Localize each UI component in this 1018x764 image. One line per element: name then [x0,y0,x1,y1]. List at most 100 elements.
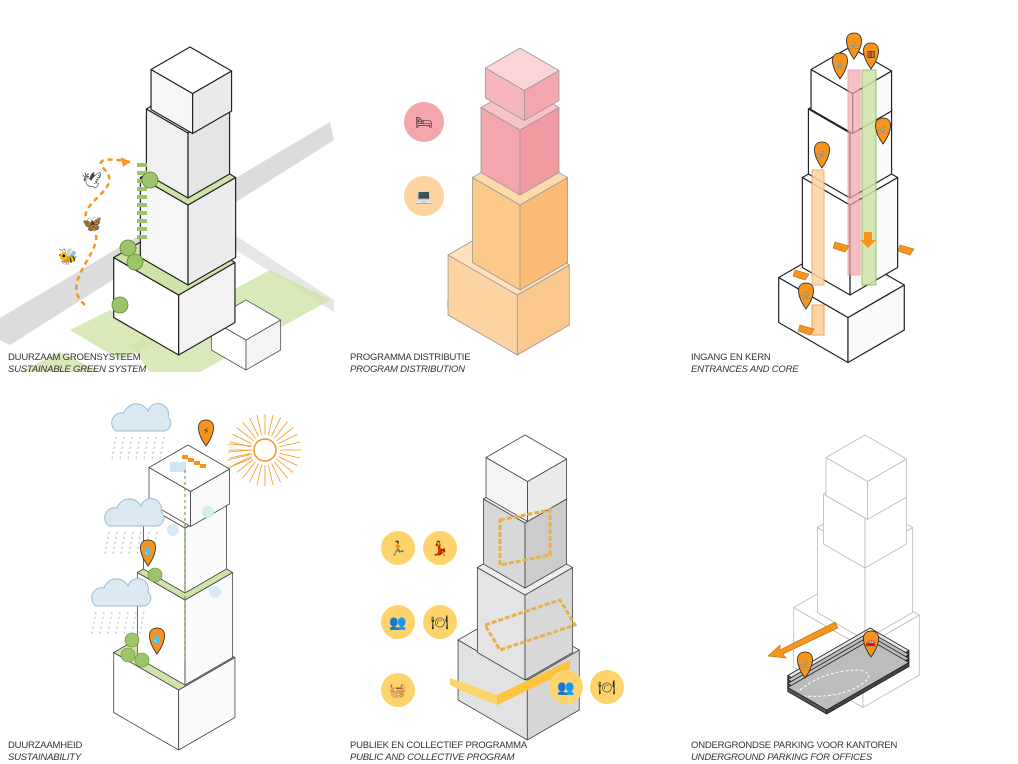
rain-cloud-bottom-rain [91,611,97,635]
water-tap-icon [167,524,179,536]
green-facade-strip [137,203,147,207]
rain-cloud-bottom-rain [131,611,137,635]
sun-ray [256,464,263,486]
green-facade-strip [137,219,147,223]
caption-en: SUSTAINABLE GREEN SYSTEM [8,364,147,375]
sun-ray [274,421,288,439]
sun-ray [276,459,294,473]
entrance-arrow-bottom [797,324,815,336]
office-desk-icon [404,176,444,216]
sun-ray [236,427,254,441]
tower1-cap-top-face [150,46,233,95]
rain-cloud-bottom-rain [123,611,129,635]
sust-cap-top-face [148,444,230,492]
rain-cloud-mid [104,498,165,527]
meeting-icon-2 [549,670,583,704]
entrance-arrow-right [897,244,915,256]
lift-core-pink [847,69,861,276]
caption-nl: DUURZAAM GROENSYSTEEM [8,352,141,363]
rain-cloud-mid-rain [112,531,118,555]
parking-entry-arrow [767,621,839,659]
rain-cloud-mid-rain [104,531,110,555]
bike-entrance-pin-icon-glyph: 🚲 [834,60,845,70]
caption-sustainability: DUURZAAMHEID SUSTAINABILITY [8,740,82,764]
entrance-arrow-pink [832,241,850,253]
water-pin-icon [140,539,156,567]
energy-pin-icon-glyph: ⚡ [203,427,209,437]
sun-ray [278,456,298,466]
park-patch [70,310,160,360]
door-entrance-pin-icon [863,42,879,70]
fitness-icon [381,531,415,565]
sun-ray [279,441,301,448]
rain-cloud-mid-rain [128,531,134,555]
tree [119,239,137,257]
tree [111,296,129,314]
tree [120,647,136,663]
bike-entrance-pin-icon [875,117,891,145]
bird-icon: 🕊 [82,172,102,190]
green-facade-strip [137,187,147,191]
sun-ray [267,464,274,486]
car-parking-pin-icon-glyph: 🚗 [865,638,876,648]
sun-ray [242,421,256,439]
rain-cloud-top-rain [111,436,117,460]
caption-nl: ONDERGRONDSE PARKING VOOR KANTOREN [691,740,898,751]
rain-cloud-mid-rain [120,531,126,555]
caption-en: ENTRANCES AND CORE [691,364,799,375]
sun-ray [236,459,254,473]
dining-icon-2 [590,670,624,704]
parking-tower-cap-top-face [825,434,907,482]
sun-ray [279,452,301,459]
sun-ray [271,417,281,437]
sun-to-panel-arrow [227,449,253,453]
caption-nl: DUURZAAMHEID [8,740,83,751]
caption-public-program: PUBLIEK EN COLLECTIEF PROGRAMMA PUBLIC A… [350,740,527,764]
rain-cloud-top-rain [159,436,165,460]
rain-cloud-mid-rain [152,531,158,555]
residential-bed-icon [404,102,444,142]
tree [124,632,140,648]
green-facade-strip [137,195,147,199]
caption-entrances-core: INGANG EN KERN ENTRANCES AND CORE [691,352,799,376]
caption-en: PUBLIC AND COLLECTIVE PROGRAM [350,752,515,763]
rain-cloud-top-rain [151,436,157,460]
green-facade-strip [137,235,147,239]
sun-icon [253,438,277,462]
sun-ray [256,414,263,436]
sun-ray [232,434,252,444]
green-facade-strip [137,227,147,231]
rain-cloud-bottom [91,578,152,607]
energy-pin-icon [198,419,214,447]
butterfly-icon: 🦋 [82,216,102,233]
sun-ray [229,452,251,459]
caption-en: PROGRAM DISTRIBUTION [350,364,465,375]
water-pin-icon [149,627,165,655]
solar-panel [188,458,194,462]
water-roof [170,462,186,472]
car-parking-pin-icon [863,630,879,658]
bike-entrance-pin-icon-glyph: 🚲 [848,40,859,50]
sun-ray [242,461,256,479]
sun-ray [249,417,259,437]
bike-parking-pin-icon-glyph: 🚲 [799,659,810,669]
rain-cloud-bottom-rain [99,611,105,635]
sun-to-panel-arrow [227,453,253,461]
water-tap-icon [202,506,214,518]
rain-cloud-top-rain [119,436,125,460]
dining-icon [423,605,457,639]
party-icon [423,531,457,565]
public-cap-top-face [485,434,567,482]
collective-terrace-upper [498,508,552,567]
rain-cloud-bottom-rain [139,611,145,635]
meeting-icon-2-glyph: 👥 [557,680,574,696]
sun-ray [267,414,274,436]
caption-nl: INGANG EN KERN [691,352,771,363]
water-pin-icon-glyph: 💧 [142,545,153,557]
park-patch [20,352,100,372]
caption-nl: PROGRAMMA DISTRIBUTIE [350,352,471,363]
fitness-icon-glyph: 🏃 [389,540,406,557]
entrance-arrow-left [792,269,810,281]
green-facade-strip [137,163,147,167]
